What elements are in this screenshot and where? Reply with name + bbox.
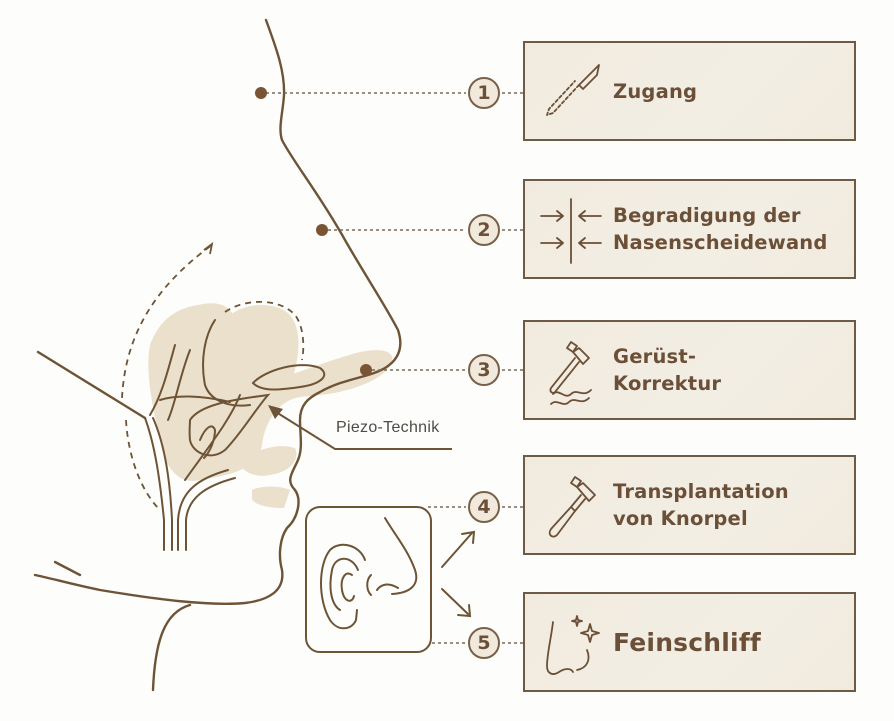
- step-number-2: 2: [468, 214, 500, 246]
- step-number-1: 1: [468, 77, 500, 109]
- scalpel-icon: [546, 64, 600, 116]
- step-label: Feinschliff: [613, 627, 761, 657]
- step-number-4: 4: [468, 491, 500, 523]
- step-label: Transplantation von Knorpel: [613, 480, 789, 530]
- step-number-3: 3: [468, 354, 500, 386]
- piezo-technik-label: Piezo-Technik: [336, 419, 440, 436]
- face-profile-outline: [33, 18, 402, 692]
- piezo-pointer: [268, 405, 452, 450]
- step-label: Begradigung der Nasenscheidewand: [613, 204, 828, 254]
- nasal-cavity-fill: [148, 303, 393, 508]
- anatomy-dots: [255, 87, 372, 376]
- straighten-arrows-icon: [540, 198, 602, 264]
- ear-nose-inset: [305, 506, 476, 653]
- leader-lines: [266, 92, 523, 644]
- step-box-begradigung: Begradigung der Nasenscheidewand: [523, 179, 856, 279]
- step-box-geruest-korrektur: Gerüst- Korrektur: [523, 320, 856, 420]
- step-box-zugang: Zugang: [523, 41, 856, 141]
- nose-sparkle-icon: [546, 615, 600, 675]
- hammer-waves-icon: [549, 341, 592, 405]
- internal-anatomy: [144, 319, 326, 551]
- dashed-arrow-head: [203, 241, 214, 255]
- dashed-guides: [121, 244, 305, 511]
- step-box-feinschliff: Feinschliff: [523, 592, 856, 692]
- hammer-icon: [548, 476, 596, 538]
- step-label: Gerüst- Korrektur: [613, 345, 722, 395]
- step-label: Zugang: [613, 79, 698, 103]
- step-box-transplantation: Transplantation von Knorpel: [523, 455, 856, 555]
- step-number-5: 5: [468, 627, 500, 659]
